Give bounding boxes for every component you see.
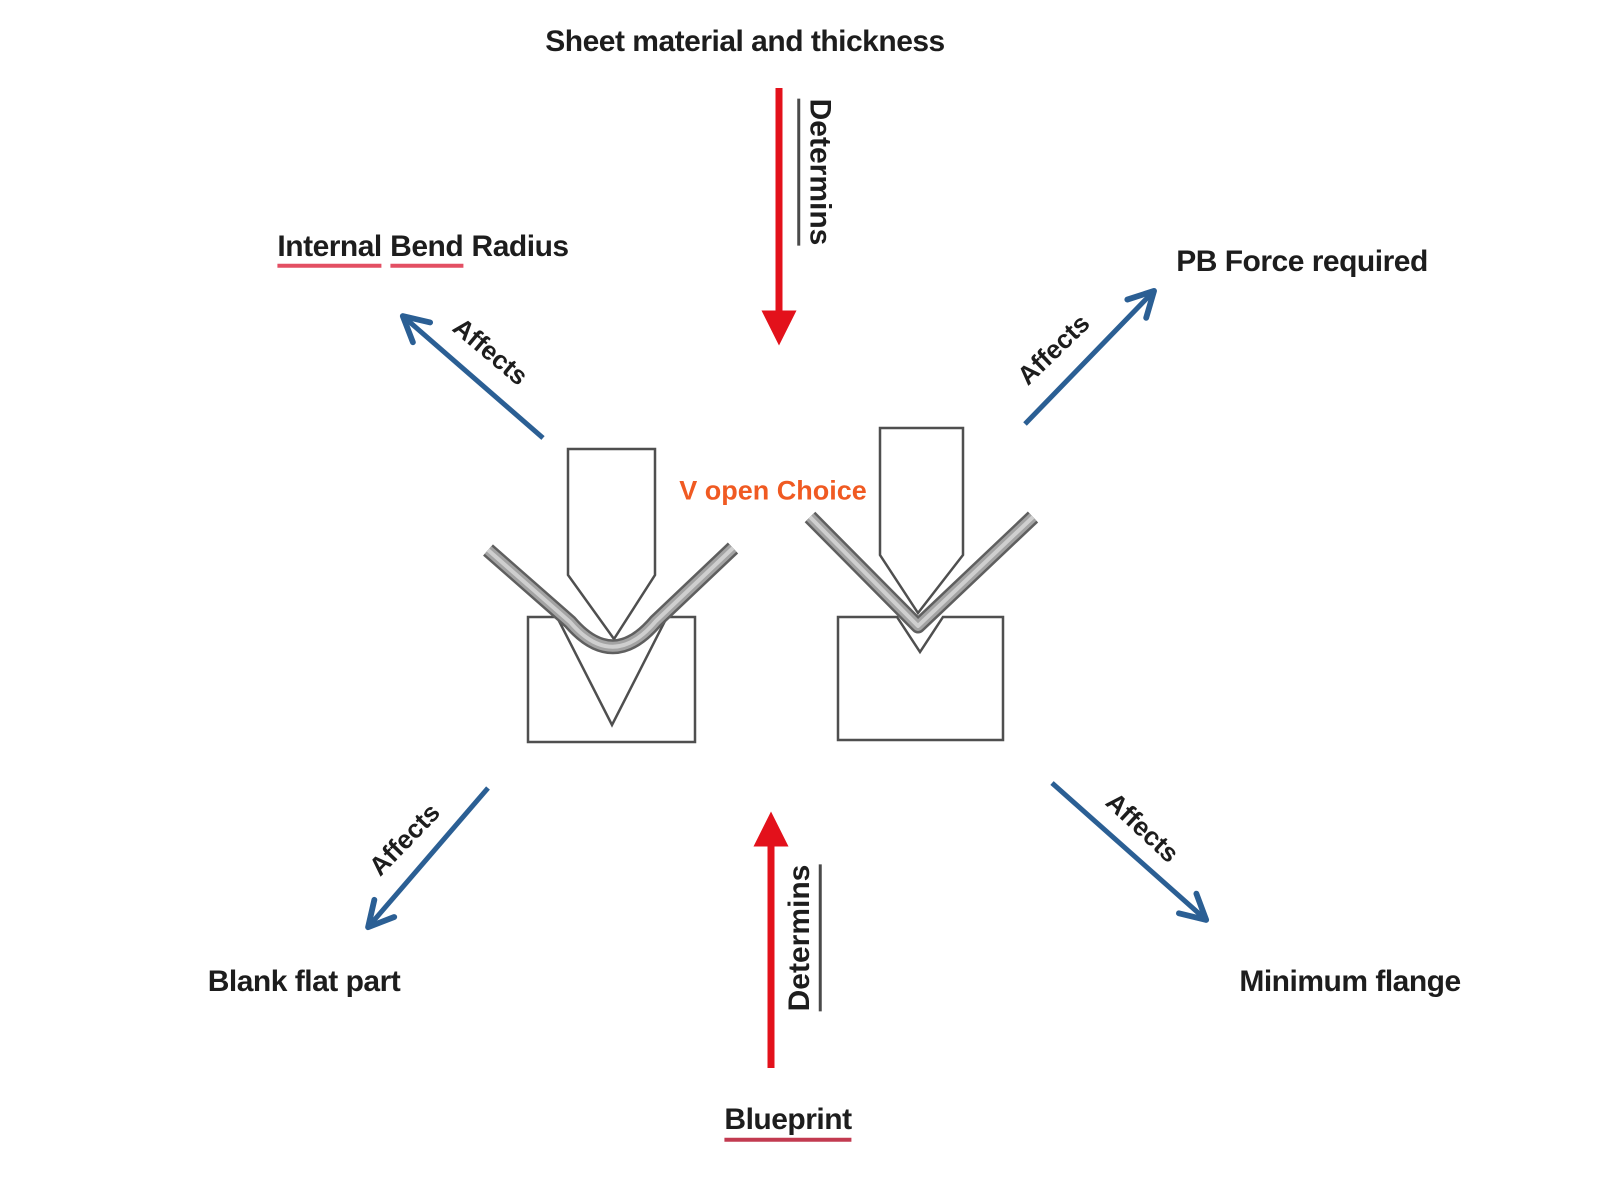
node-blank-flat-part: Blank flat part [207,964,401,998]
affects-arrow-lower-right [1050,781,1210,923]
die-wide-v [526,615,697,744]
press-brake-narrow-v [804,426,1039,742]
punch-left [566,447,657,642]
edge-label-determines-bottom: Determins [782,864,822,1012]
sheet-sharp-bend [804,511,1039,634]
affects-arrows [365,287,1210,931]
node-minimum-flange: Minimum flange [1239,964,1461,998]
affects-arrow-upper-left [399,313,545,440]
title-sheet-material: Sheet material and thickness [545,24,945,58]
node-pb-force-required: PB Force required [1176,244,1428,278]
punch-right [878,426,965,616]
sheet-wide-bend [483,542,739,655]
affects-arrow-upper-right [1023,287,1157,426]
press-brake-wide-v [483,447,739,744]
edge-label-determines-top: Determins [797,98,837,246]
word-internal: Internal [277,229,382,268]
center-label-v-open-choice: V open Choice [679,475,867,506]
affects-arrow-lower-left [365,786,490,931]
die-narrow-v [836,615,1005,742]
word-bend: Bend [390,229,464,268]
word-radius: Radius [471,229,570,263]
blueprint-text: Blueprint [724,1102,852,1142]
node-blueprint: Blueprint [724,1102,852,1142]
